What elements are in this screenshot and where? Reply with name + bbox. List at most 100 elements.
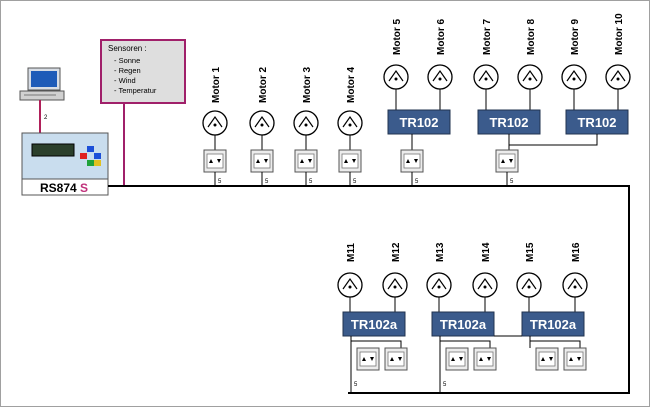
motor-arrow	[478, 69, 494, 82]
motor-hub	[304, 123, 308, 127]
motor-label: M16	[571, 242, 582, 262]
switch-plate	[566, 351, 584, 367]
motor-label: Motor 7	[482, 18, 493, 55]
motor-icon	[382, 272, 408, 298]
motor-circle	[202, 110, 228, 136]
down-arrow-icon	[509, 159, 513, 163]
motor-hub	[348, 123, 352, 127]
down-arrow-icon	[549, 357, 553, 361]
motor-hub	[260, 123, 264, 127]
switch-plate	[498, 153, 516, 169]
down-arrow-icon	[414, 159, 418, 163]
wire	[530, 340, 581, 348]
relay-label: TR102	[399, 115, 438, 130]
motor-hub	[573, 285, 577, 289]
motor-icon	[472, 272, 498, 298]
motor-hub	[572, 77, 576, 81]
motor-circle	[426, 272, 452, 298]
relay-box	[431, 311, 495, 337]
switch-plate	[387, 351, 405, 367]
motor-arrow	[388, 69, 404, 82]
down-arrow-icon	[308, 159, 312, 163]
motor-label: Motor 1	[211, 66, 222, 103]
wire-count: 5	[415, 179, 419, 185]
motor-hub	[393, 285, 397, 289]
motor-arrow	[477, 277, 493, 290]
motor-icon	[473, 64, 499, 90]
motor-icon	[561, 64, 587, 90]
motor-label: Motor 4	[346, 66, 357, 103]
motor-circle	[472, 272, 498, 298]
switch-box-icon	[473, 347, 497, 371]
relay-label: TR102a	[530, 317, 577, 332]
switch-box-icon	[400, 149, 424, 173]
switch-plate	[206, 153, 224, 169]
motor-label: Motor 8	[526, 18, 537, 55]
motor-circle	[561, 64, 587, 90]
down-arrow-icon	[370, 357, 374, 361]
down-arrow-icon	[217, 159, 221, 163]
switch-box-icon	[535, 347, 559, 371]
up-arrow-icon	[256, 159, 260, 163]
relay-box	[342, 311, 406, 337]
relay-box	[565, 109, 629, 135]
wire-count: 5	[265, 179, 269, 185]
relay-box	[521, 311, 585, 337]
motor-circle	[249, 110, 275, 136]
relay-label: TR102	[577, 115, 616, 130]
motor-icon	[426, 272, 452, 298]
switch-box-icon	[203, 149, 227, 173]
wire-count: 5	[353, 179, 357, 185]
switch-box-icon	[445, 347, 469, 371]
motor-label: M15	[525, 242, 536, 262]
up-arrow-icon	[541, 357, 545, 361]
motor-circle	[473, 64, 499, 90]
motor-hub	[348, 285, 352, 289]
switch-box-icon	[384, 347, 408, 371]
switch-box-icon	[338, 149, 362, 173]
up-arrow-icon	[209, 159, 213, 163]
switch-plate	[476, 351, 494, 367]
motor-circle	[293, 110, 319, 136]
motor-circle	[427, 64, 453, 90]
up-arrow-icon	[479, 357, 483, 361]
relay-label: TR102a	[351, 317, 398, 332]
relay-label: TR102a	[440, 317, 487, 332]
motor-icon	[605, 64, 631, 90]
computer-icon	[19, 67, 65, 101]
motor-label: Motor 9	[570, 18, 581, 55]
pc-link-wire-count: 2	[44, 115, 48, 121]
motor-arrow	[387, 277, 403, 290]
motor-icon	[516, 272, 542, 298]
motor-label: Motor 2	[258, 66, 269, 103]
motor-circle	[562, 272, 588, 298]
down-arrow-icon	[487, 357, 491, 361]
up-arrow-icon	[362, 357, 366, 361]
motor-hub	[528, 77, 532, 81]
motor-hub	[437, 285, 441, 289]
sensor-item: - Wind	[114, 76, 136, 85]
motor-label: Motor 10	[614, 13, 625, 55]
up-arrow-icon	[344, 159, 348, 163]
down-arrow-icon	[398, 357, 402, 361]
motor-circle	[383, 64, 409, 90]
switch-plate	[538, 351, 556, 367]
sensors-box	[100, 39, 186, 104]
motor-label: M13	[435, 242, 446, 262]
motor-icon	[517, 64, 543, 90]
switch-plate	[448, 351, 466, 367]
motor-circle	[517, 64, 543, 90]
wire-count: 5	[443, 382, 447, 388]
motor-label: M14	[481, 242, 492, 262]
motor-arrow	[522, 69, 538, 82]
sensors-title: Sensoren :	[108, 44, 147, 53]
motor-circle	[605, 64, 631, 90]
motor-label: Motor 3	[302, 66, 313, 103]
wire-count: 5	[354, 382, 358, 388]
motor-arrow	[567, 277, 583, 290]
motor-hub	[394, 77, 398, 81]
wire	[440, 340, 491, 348]
up-arrow-icon	[451, 357, 455, 361]
